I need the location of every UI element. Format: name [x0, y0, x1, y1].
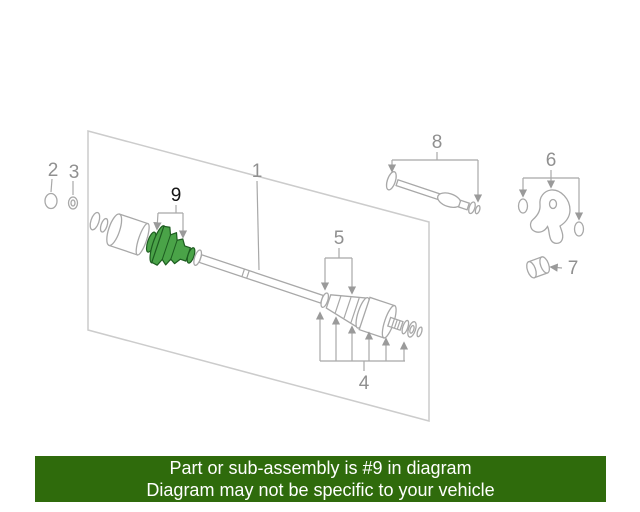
cv-boot [151, 225, 191, 266]
snap-ring-part2 [44, 192, 58, 210]
drive-shaft-bar [198, 253, 324, 304]
cotter-clip [416, 326, 423, 338]
knuckle-ring-left [517, 198, 529, 214]
steering-knuckle [529, 189, 571, 245]
banner-line-2: Diagram may not be specific to your vehi… [146, 480, 495, 500]
callout-9-bracket [153, 205, 188, 239]
callout-7-label: 7 [568, 258, 579, 279]
half-shaft-assembly-part8 [385, 171, 481, 215]
diagram-sheet-outline [87, 130, 430, 422]
callout-8-bracket [387, 152, 483, 203]
callout-3-label: 3 [69, 162, 80, 183]
callout-5-bracket [320, 248, 357, 295]
boot-set-part9-highlighted [145, 225, 196, 266]
outer-boot-band [320, 292, 330, 308]
callout-1-label: 1 [252, 161, 263, 182]
callout-8-label: 8 [432, 132, 443, 153]
callout-9-label-highlighted: 9 [171, 185, 182, 206]
callout-1-leader [256, 180, 260, 271]
callout-6-bracket [518, 170, 584, 221]
left-retaining-rings [44, 178, 79, 210]
knuckle-assembly-part6 [517, 189, 585, 245]
callout-2-label: 2 [48, 160, 59, 181]
callout-5-label: 5 [334, 228, 345, 249]
bushing-part7 [526, 256, 551, 279]
callout-4-bracket [315, 311, 409, 371]
callout-7-leader [549, 263, 563, 272]
callout-6-label: 6 [546, 150, 557, 171]
banner-line-1: Part or sub-assembly is #9 in diagram [169, 458, 472, 478]
spacer-ring [99, 217, 109, 233]
axle-assembly [89, 211, 423, 339]
availability-banner: Part or sub-assembly is #9 in diagram Di… [35, 456, 606, 502]
boot-clamp [186, 247, 196, 264]
spacer-ring [89, 211, 101, 231]
knuckle-ring-right [573, 221, 585, 237]
half-shaft-ring [385, 171, 397, 191]
callout-4-label: 4 [359, 373, 370, 394]
spindle-washer [401, 319, 410, 335]
half-shaft-bar [395, 179, 441, 201]
